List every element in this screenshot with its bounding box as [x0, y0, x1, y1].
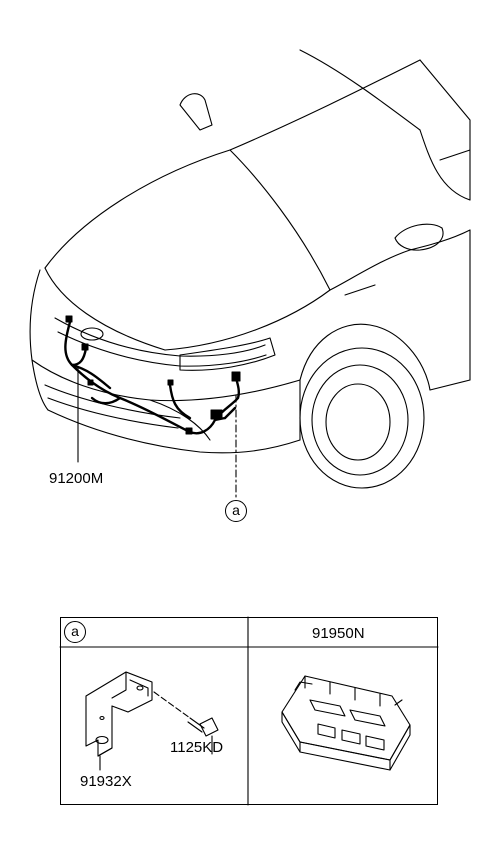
- bracket-part-number: 91932X: [80, 773, 132, 790]
- table-callout-a: a: [64, 621, 86, 643]
- module-illustration: [281, 675, 411, 771]
- harness-part-number: 91200M: [49, 470, 104, 487]
- parts-table: [60, 617, 438, 805]
- car-illustration: [29, 49, 471, 489]
- table-header-part-number: 91950N: [312, 625, 365, 642]
- bolt-part-number: 1125KD: [170, 739, 224, 756]
- bolt-illustration: [153, 691, 219, 755]
- harness-connectors: [65, 315, 241, 435]
- bracket-illustration: [85, 671, 153, 771]
- callout-a: a: [225, 500, 247, 522]
